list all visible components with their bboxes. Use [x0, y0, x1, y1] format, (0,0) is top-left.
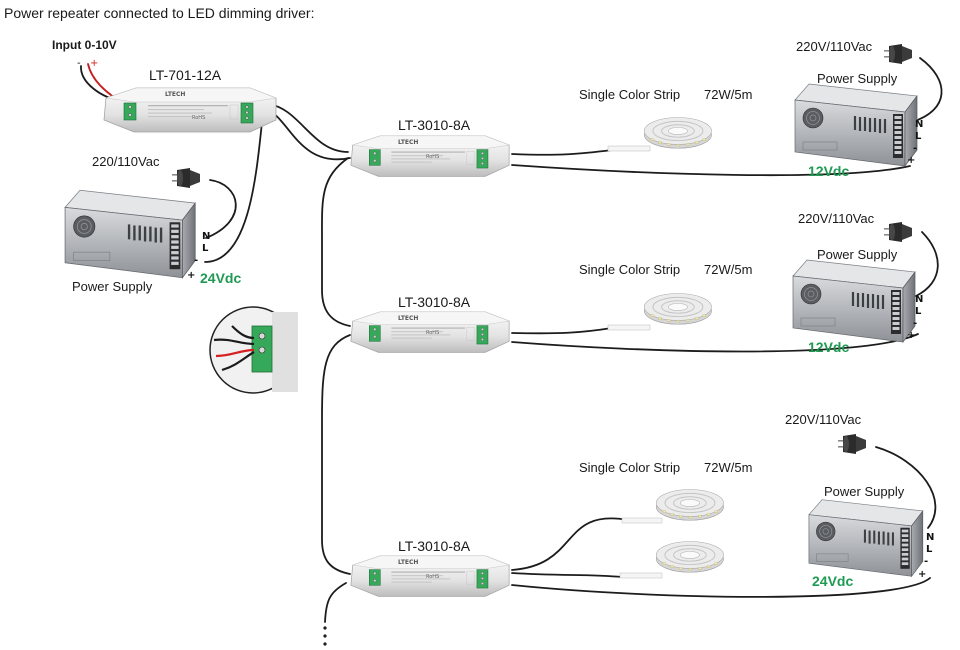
psu-1-dc-label: 12Vdc: [808, 163, 849, 179]
repeater-1-model: LT-3010-8A: [398, 117, 471, 133]
psu-2-dc-label: 12Vdc: [808, 339, 849, 355]
psu-1-ac-label: 220V/110Vac: [796, 39, 873, 54]
main-term-plus: +: [187, 270, 195, 281]
repeater-3-model: LT-3010-8A: [398, 538, 471, 554]
continuation-dots: [323, 626, 327, 646]
psu-3-term-plus: +: [918, 569, 926, 580]
strip-1-label: Single Color Strip: [579, 87, 680, 102]
main-term-minus: -: [194, 255, 198, 266]
wires: [80, 57, 943, 623]
strip-row-2: Single Color Strip 72W/5m: [579, 262, 752, 331]
repeater-1-brand: LTECH: [398, 139, 418, 146]
repeater-2-rohs: RoHS: [426, 330, 439, 336]
main-dc-label: 24Vdc: [200, 270, 241, 286]
psu-1-term-plus: +: [907, 155, 915, 166]
main-term-n: N: [202, 231, 210, 242]
main-ac-label: 220/110Vac: [92, 154, 160, 169]
strip-3-label: Single Color Strip: [579, 460, 680, 475]
master-rohs: RoHS: [192, 115, 205, 121]
psu-1-term-l: L: [915, 131, 922, 142]
psu-1-term-minus: -: [913, 143, 917, 154]
strip-2-label: Single Color Strip: [579, 262, 680, 277]
repeater-2-model: LT-3010-8A: [398, 294, 471, 310]
strip-row-3: Single Color Strip 72W/5m: [579, 460, 752, 579]
psu-3-term-minus: -: [924, 556, 928, 567]
psu-3-dc-label: 24Vdc: [812, 573, 853, 589]
main-psu-label: Power Supply: [72, 279, 153, 294]
psu-2-term-l: L: [915, 306, 922, 317]
psu-2-term-plus: +: [907, 330, 915, 341]
psu-3-term-l: L: [926, 544, 933, 555]
master-model-label: LT-701-12A: [149, 67, 222, 83]
repeater-3-brand: LTECH: [398, 559, 418, 566]
psu-1-term-n: N: [915, 119, 923, 130]
main-term-l: L: [202, 243, 209, 254]
psu-2-ac-label: 220V/110Vac: [798, 211, 875, 226]
input-pos-label: +: [90, 58, 98, 69]
main-power-supply: 220/110Vac N L - + 24Vdc Power Supply: [63, 154, 241, 294]
psu-3-label: Power Supply: [824, 484, 905, 499]
input-label: Input 0-10V: [52, 38, 117, 52]
repeater-3: LT-3010-8A LTECH RoHS: [350, 538, 510, 597]
repeater-2-brand: LTECH: [398, 315, 418, 322]
repeater-1: LT-3010-8A LTECH RoHS: [350, 117, 510, 177]
repeater-3-rohs: RoHS: [426, 574, 439, 580]
psu-row-1: 220V/110Vac Power Supply N L - + 12Vdc: [793, 39, 923, 179]
psu-row-3: 220V/110Vac Power Supply N L - + 24Vdc: [785, 412, 934, 589]
strip-2-power: 72W/5m: [704, 262, 752, 277]
psu-row-2: 220V/110Vac Power Supply N L - + 12Vdc: [791, 211, 923, 355]
repeater-2: LT-3010-8A LTECH RoHS: [350, 294, 510, 353]
strip-1-power: 72W/5m: [704, 87, 752, 102]
psu-2-label: Power Supply: [817, 247, 898, 262]
input-neg-label: -: [77, 58, 81, 69]
strip-3-power: 72W/5m: [704, 460, 752, 475]
psu-1-label: Power Supply: [817, 71, 898, 86]
psu-3-term-n: N: [926, 532, 934, 543]
master-dimmer: LT-701-12A LTECH RoHS: [103, 67, 277, 133]
psu-2-term-minus: -: [913, 318, 917, 329]
master-brand: LTECH: [165, 91, 185, 98]
terminal-detail-magnifier: [209, 306, 298, 394]
psu-3-ac-label: 220V/110Vac: [785, 412, 862, 427]
repeater-1-rohs: RoHS: [426, 154, 439, 160]
psu-2-term-n: N: [915, 294, 923, 305]
strip-row-1: Single Color Strip 72W/5m: [579, 87, 752, 152]
page-title: Power repeater connected to LED dimming …: [4, 5, 314, 21]
